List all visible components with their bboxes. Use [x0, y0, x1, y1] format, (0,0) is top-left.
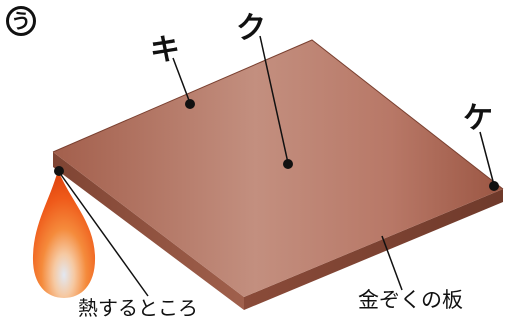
point-ku-label: ク — [236, 14, 266, 44]
point-ki-label: キ — [150, 36, 180, 66]
heated-spot-dot — [54, 166, 64, 176]
point-ki-dot — [185, 99, 195, 109]
metal-plate-label: 金ぞくの板 — [358, 290, 463, 311]
heated-spot-label: 熱するところ — [78, 298, 198, 318]
point-ku-dot — [283, 159, 293, 169]
point-ke-label: ケ — [463, 104, 493, 134]
point-ke-dot — [489, 181, 499, 191]
figure-marker: う — [6, 6, 36, 36]
